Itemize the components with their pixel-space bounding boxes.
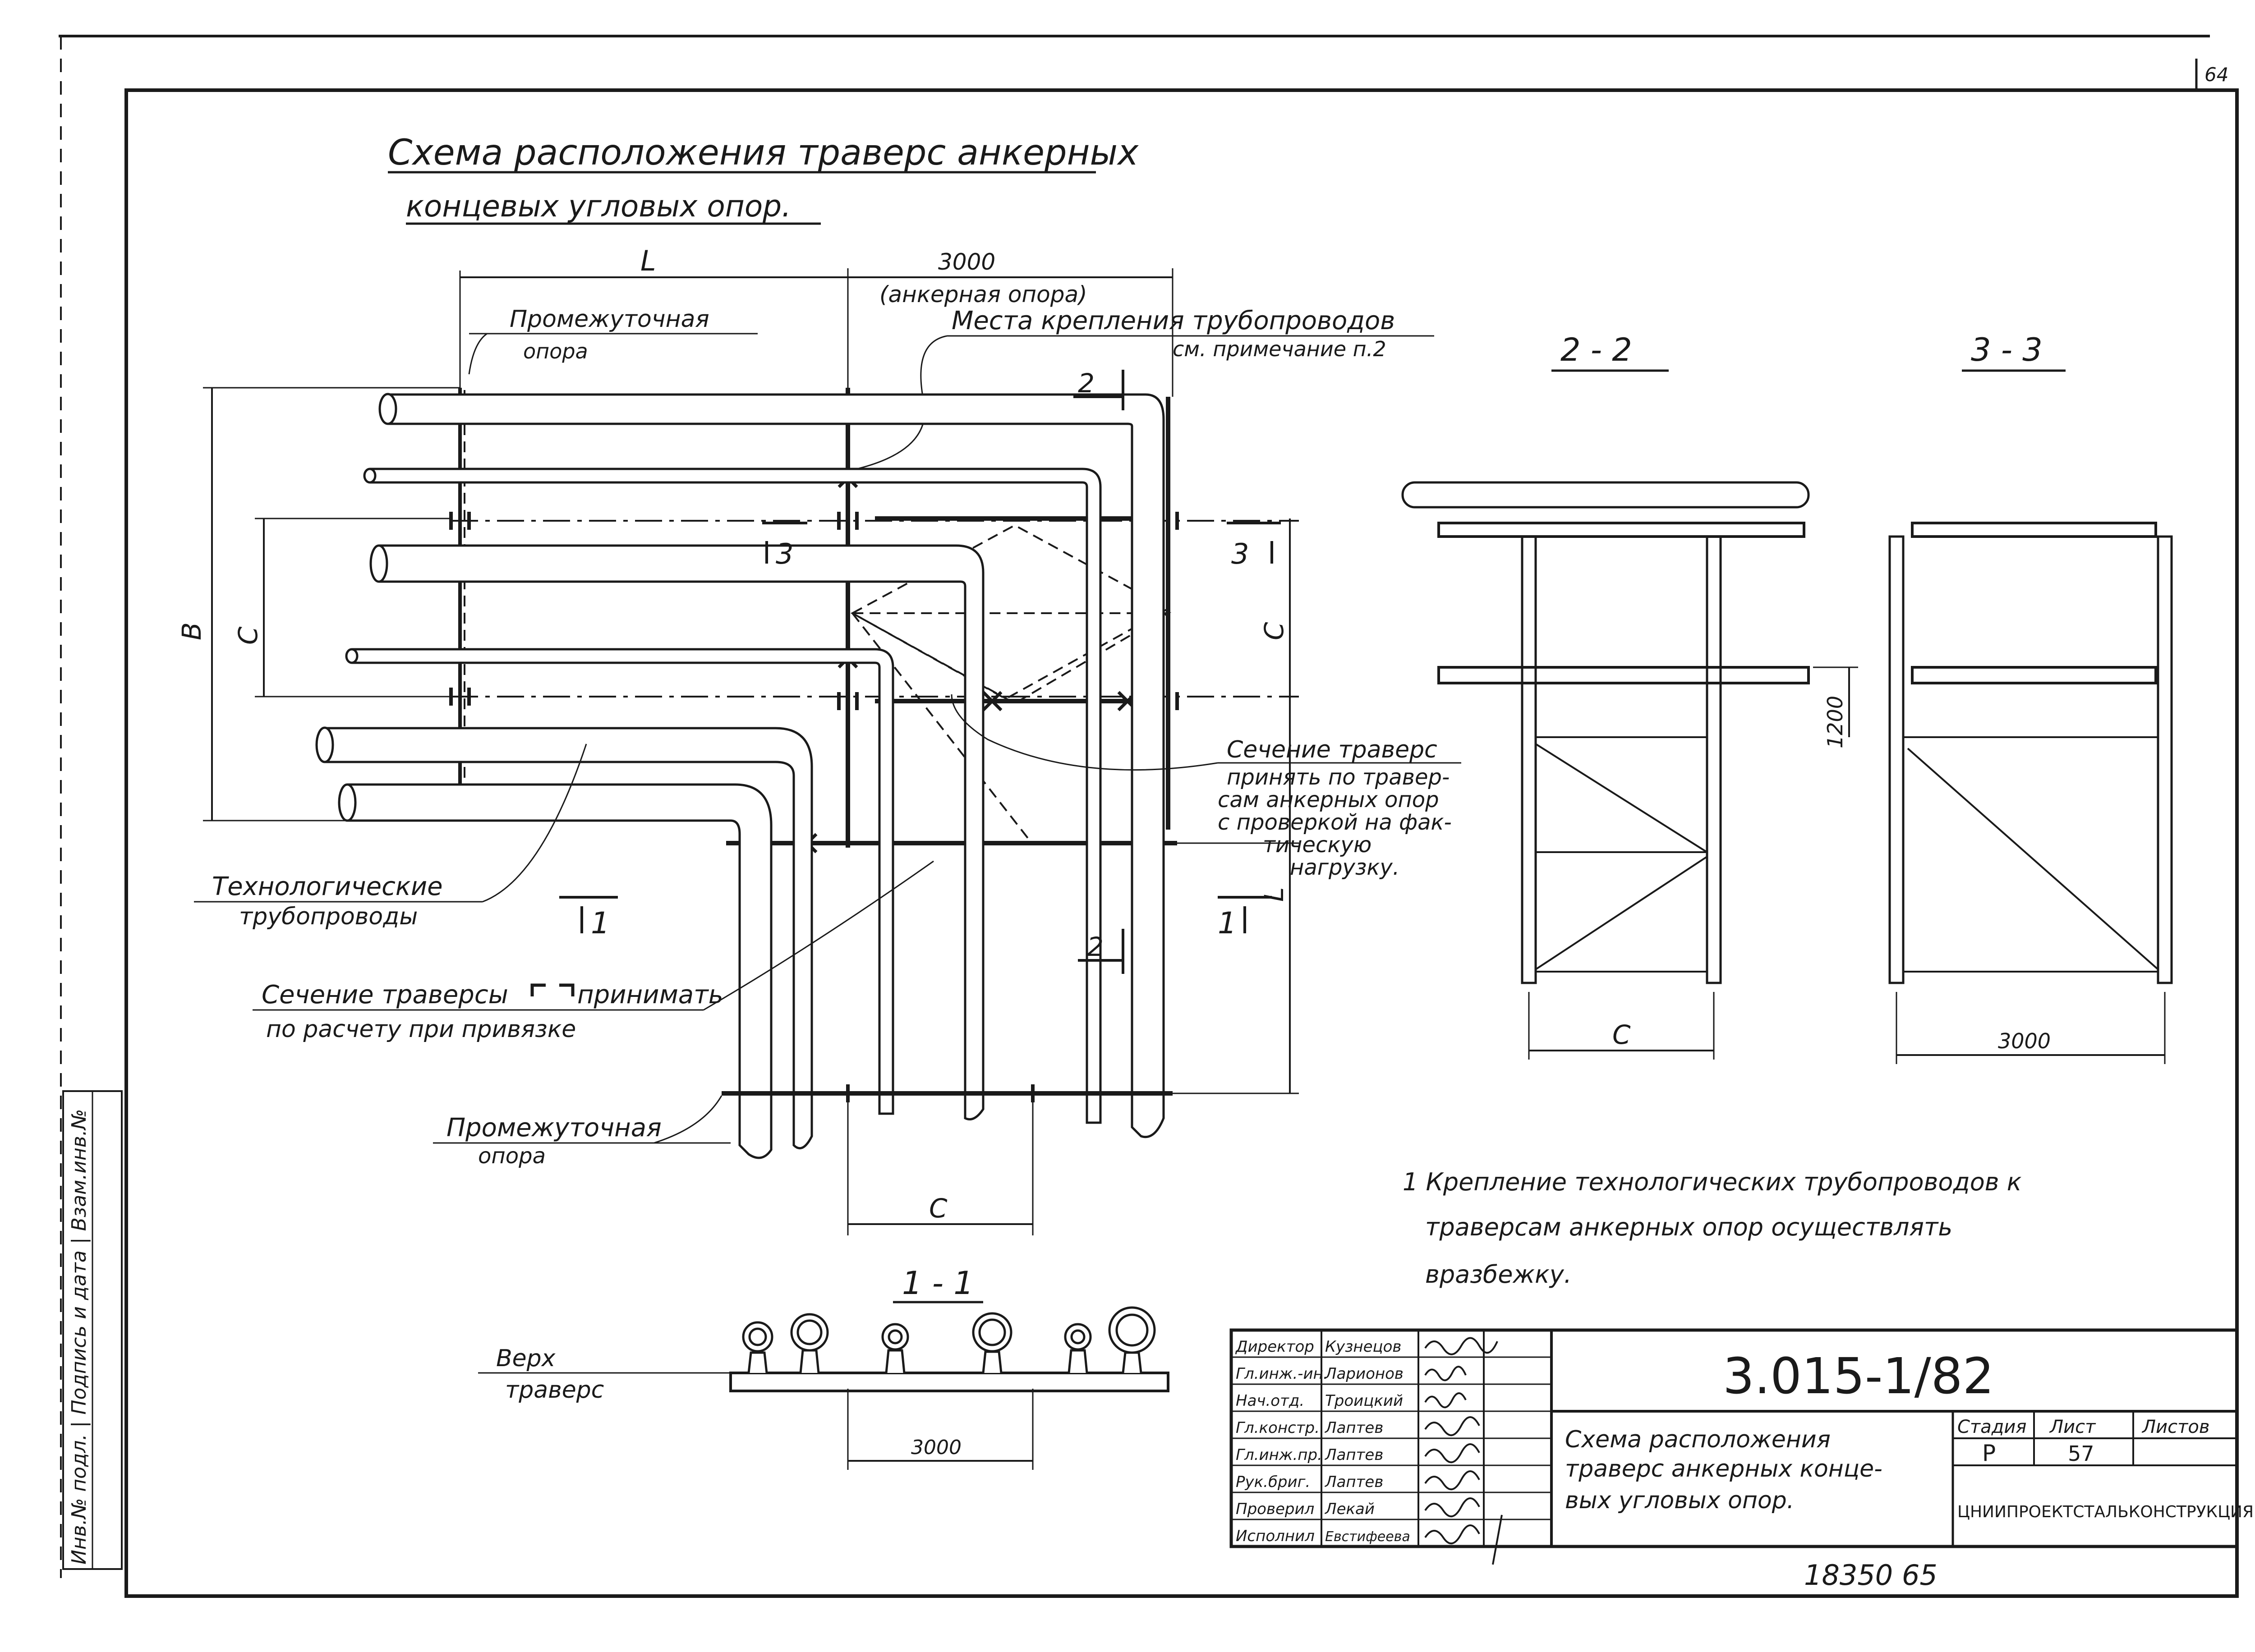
section-3-3-dim-3000: 3000 bbox=[1998, 1029, 2051, 1053]
tech-pipelines-label-1: Технологические bbox=[212, 872, 443, 901]
dim-1200: 1200 bbox=[1823, 696, 1847, 748]
tb-name-6: Лекай bbox=[1324, 1500, 1375, 1518]
anchor-support-note: (анкерная опора) bbox=[879, 281, 1087, 307]
cut-1-right: 1 bbox=[1218, 906, 1237, 941]
svg-text:Сечение траверс: Сечение траверс bbox=[1227, 736, 1437, 763]
tb-stage-header: Стадия bbox=[1957, 1417, 2026, 1437]
cut-2-top: 2 bbox=[1078, 368, 1095, 399]
tb-role-4: Гл.инж.пр. bbox=[1236, 1446, 1322, 1464]
dim-C-right: C bbox=[1259, 622, 1289, 640]
tb-sheet-value: 57 bbox=[2068, 1441, 2094, 1466]
svg-text:нагрузку.: нагрузку. bbox=[1290, 855, 1399, 880]
tb-role-6: Проверил bbox=[1236, 1500, 1314, 1518]
section-3-3: 3 - 3 3000 bbox=[1888, 331, 2173, 1064]
traverse-section-note: Сечение траверс принять по травер- сам а… bbox=[951, 694, 1461, 880]
dim-3000-top: 3000 bbox=[938, 249, 995, 275]
tb-role-5: Рук.бриг. bbox=[1236, 1473, 1310, 1491]
cut-1-left: 1 bbox=[591, 906, 610, 941]
signatures-scribble bbox=[1424, 1337, 1503, 1565]
title-block: Директор Гл.инж.-ин. Нач.отд. Гл.констр.… bbox=[1229, 1328, 2254, 1565]
general-note: 1 Крепление технологических трубопроводо… bbox=[1403, 1168, 2022, 1289]
section-1-1: 1 - 1 Верх траверс 3000 bbox=[478, 1265, 1169, 1470]
tb-name-5: Лаптев bbox=[1324, 1473, 1383, 1491]
tb-name-3: Лаптев bbox=[1324, 1419, 1383, 1437]
tb-name-2: Троицкий bbox=[1325, 1392, 1403, 1410]
tech-pipelines-label-2: трубопроводы bbox=[239, 903, 418, 930]
tb-role-0: Директор bbox=[1235, 1338, 1314, 1356]
traverse-top-label-2: траверс bbox=[505, 1377, 604, 1404]
dim-L-top: L bbox=[640, 244, 656, 277]
svg-text:принять по травер-: принять по травер- bbox=[1227, 765, 1450, 790]
svg-text:тическую: тическую bbox=[1263, 832, 1371, 858]
traverse-section-label-2: по расчету при привязке bbox=[266, 1016, 576, 1043]
tb-name-1: Ларионов bbox=[1324, 1365, 1404, 1383]
tb-sheets-header: Листов bbox=[2141, 1417, 2209, 1437]
traverse-section-label-1a: Сечение траверсы bbox=[262, 980, 508, 1010]
section-2-2: 2 - 2 1200 C bbox=[1401, 331, 1858, 1060]
section-2-2-label: 2 - 2 bbox=[1560, 331, 1632, 368]
cut-3-right: 3 bbox=[1231, 537, 1249, 570]
note-line-2: траверсам анкерных опор осуществлять bbox=[1425, 1213, 1952, 1241]
title-line-2: концевых угловых опор. bbox=[406, 189, 791, 224]
intermediate-support-top-label-1: Промежуточная bbox=[510, 306, 709, 333]
dim-C-left: C bbox=[233, 626, 263, 645]
section-2-2-dim-C: C bbox=[1612, 1019, 1631, 1050]
tb-doc-title-3: вых угловых опор. bbox=[1565, 1487, 1794, 1514]
intermediate-support-bottom-label-2: опора bbox=[478, 1143, 546, 1169]
fastening-points-label-2: см. примечание п.2 bbox=[1173, 337, 1386, 361]
tb-document-code: 3.015-1/82 bbox=[1723, 1347, 1994, 1405]
svg-text:с проверкой на фак-: с проверкой на фак- bbox=[1218, 810, 1452, 835]
margin-stamp-text: Инв.№ подл. | Подпись и дата | Взам.инв.… bbox=[68, 1109, 91, 1565]
cut-3-left: 3 bbox=[776, 537, 793, 570]
tb-role-2: Нач.отд. bbox=[1236, 1392, 1304, 1410]
tb-organization: ЦНИИПРОЕКТСТАЛЬКОНСТРУКЦИЯ bbox=[1957, 1503, 2254, 1521]
tb-doc-title-2: траверс анкерных конце- bbox=[1565, 1455, 1882, 1482]
sheet-corner-number: 64 bbox=[2204, 64, 2228, 86]
plan-view: L 3000 (анкерная опора) Промежуточная оп… bbox=[176, 244, 1461, 1235]
note-line-1: 1 Крепление технологических трубопроводо… bbox=[1403, 1168, 2022, 1196]
channel-profile-icon bbox=[530, 983, 575, 996]
tb-doc-title-1: Схема расположения bbox=[1565, 1426, 1831, 1453]
dim-L-right: L bbox=[1259, 887, 1289, 902]
note-line-3: вразбежку. bbox=[1425, 1260, 1572, 1289]
tb-name-7: Евстифеева bbox=[1325, 1529, 1410, 1545]
tb-name-0: Кузнецов bbox=[1325, 1338, 1401, 1356]
traverse-section-label-1b: принимать bbox=[577, 980, 723, 1010]
sheet-frame bbox=[59, 35, 2239, 1598]
dim-B: B bbox=[176, 622, 207, 640]
tb-stage-value: Р bbox=[1982, 1440, 1996, 1466]
traverse-top-label-1: Верх bbox=[496, 1345, 556, 1372]
svg-text:сам анкерных опор: сам анкерных опор bbox=[1218, 787, 1439, 812]
title-line-1: Схема расположения траверс анкерных bbox=[388, 133, 1139, 173]
left-margin-stamp: Инв.№ подл. | Подпись и дата | Взам.инв.… bbox=[62, 1090, 123, 1570]
section-3-3-label: 3 - 3 bbox=[1971, 331, 2043, 368]
section-1-1-dim: 3000 bbox=[911, 1436, 962, 1459]
tb-role-1: Гл.инж.-ин. bbox=[1236, 1365, 1328, 1383]
tb-name-4: Лаптев bbox=[1324, 1446, 1383, 1464]
archive-number: 18350 65 bbox=[1804, 1559, 1937, 1592]
intermediate-support-bottom-label-1: Промежуточная bbox=[446, 1113, 662, 1143]
tb-role-3: Гл.констр. bbox=[1236, 1419, 1320, 1437]
dim-C-bottom: C bbox=[929, 1193, 948, 1224]
fastening-points-label-1: Места крепления трубопроводов bbox=[952, 306, 1395, 335]
tb-role-7: Исполнил bbox=[1236, 1527, 1315, 1545]
cut-2-bottom: 2 bbox=[1087, 932, 1104, 962]
tb-sheet-header: Лист bbox=[2049, 1417, 2096, 1437]
section-1-1-label: 1 - 1 bbox=[902, 1265, 974, 1302]
intermediate-support-top-label-2: опора bbox=[523, 339, 588, 363]
